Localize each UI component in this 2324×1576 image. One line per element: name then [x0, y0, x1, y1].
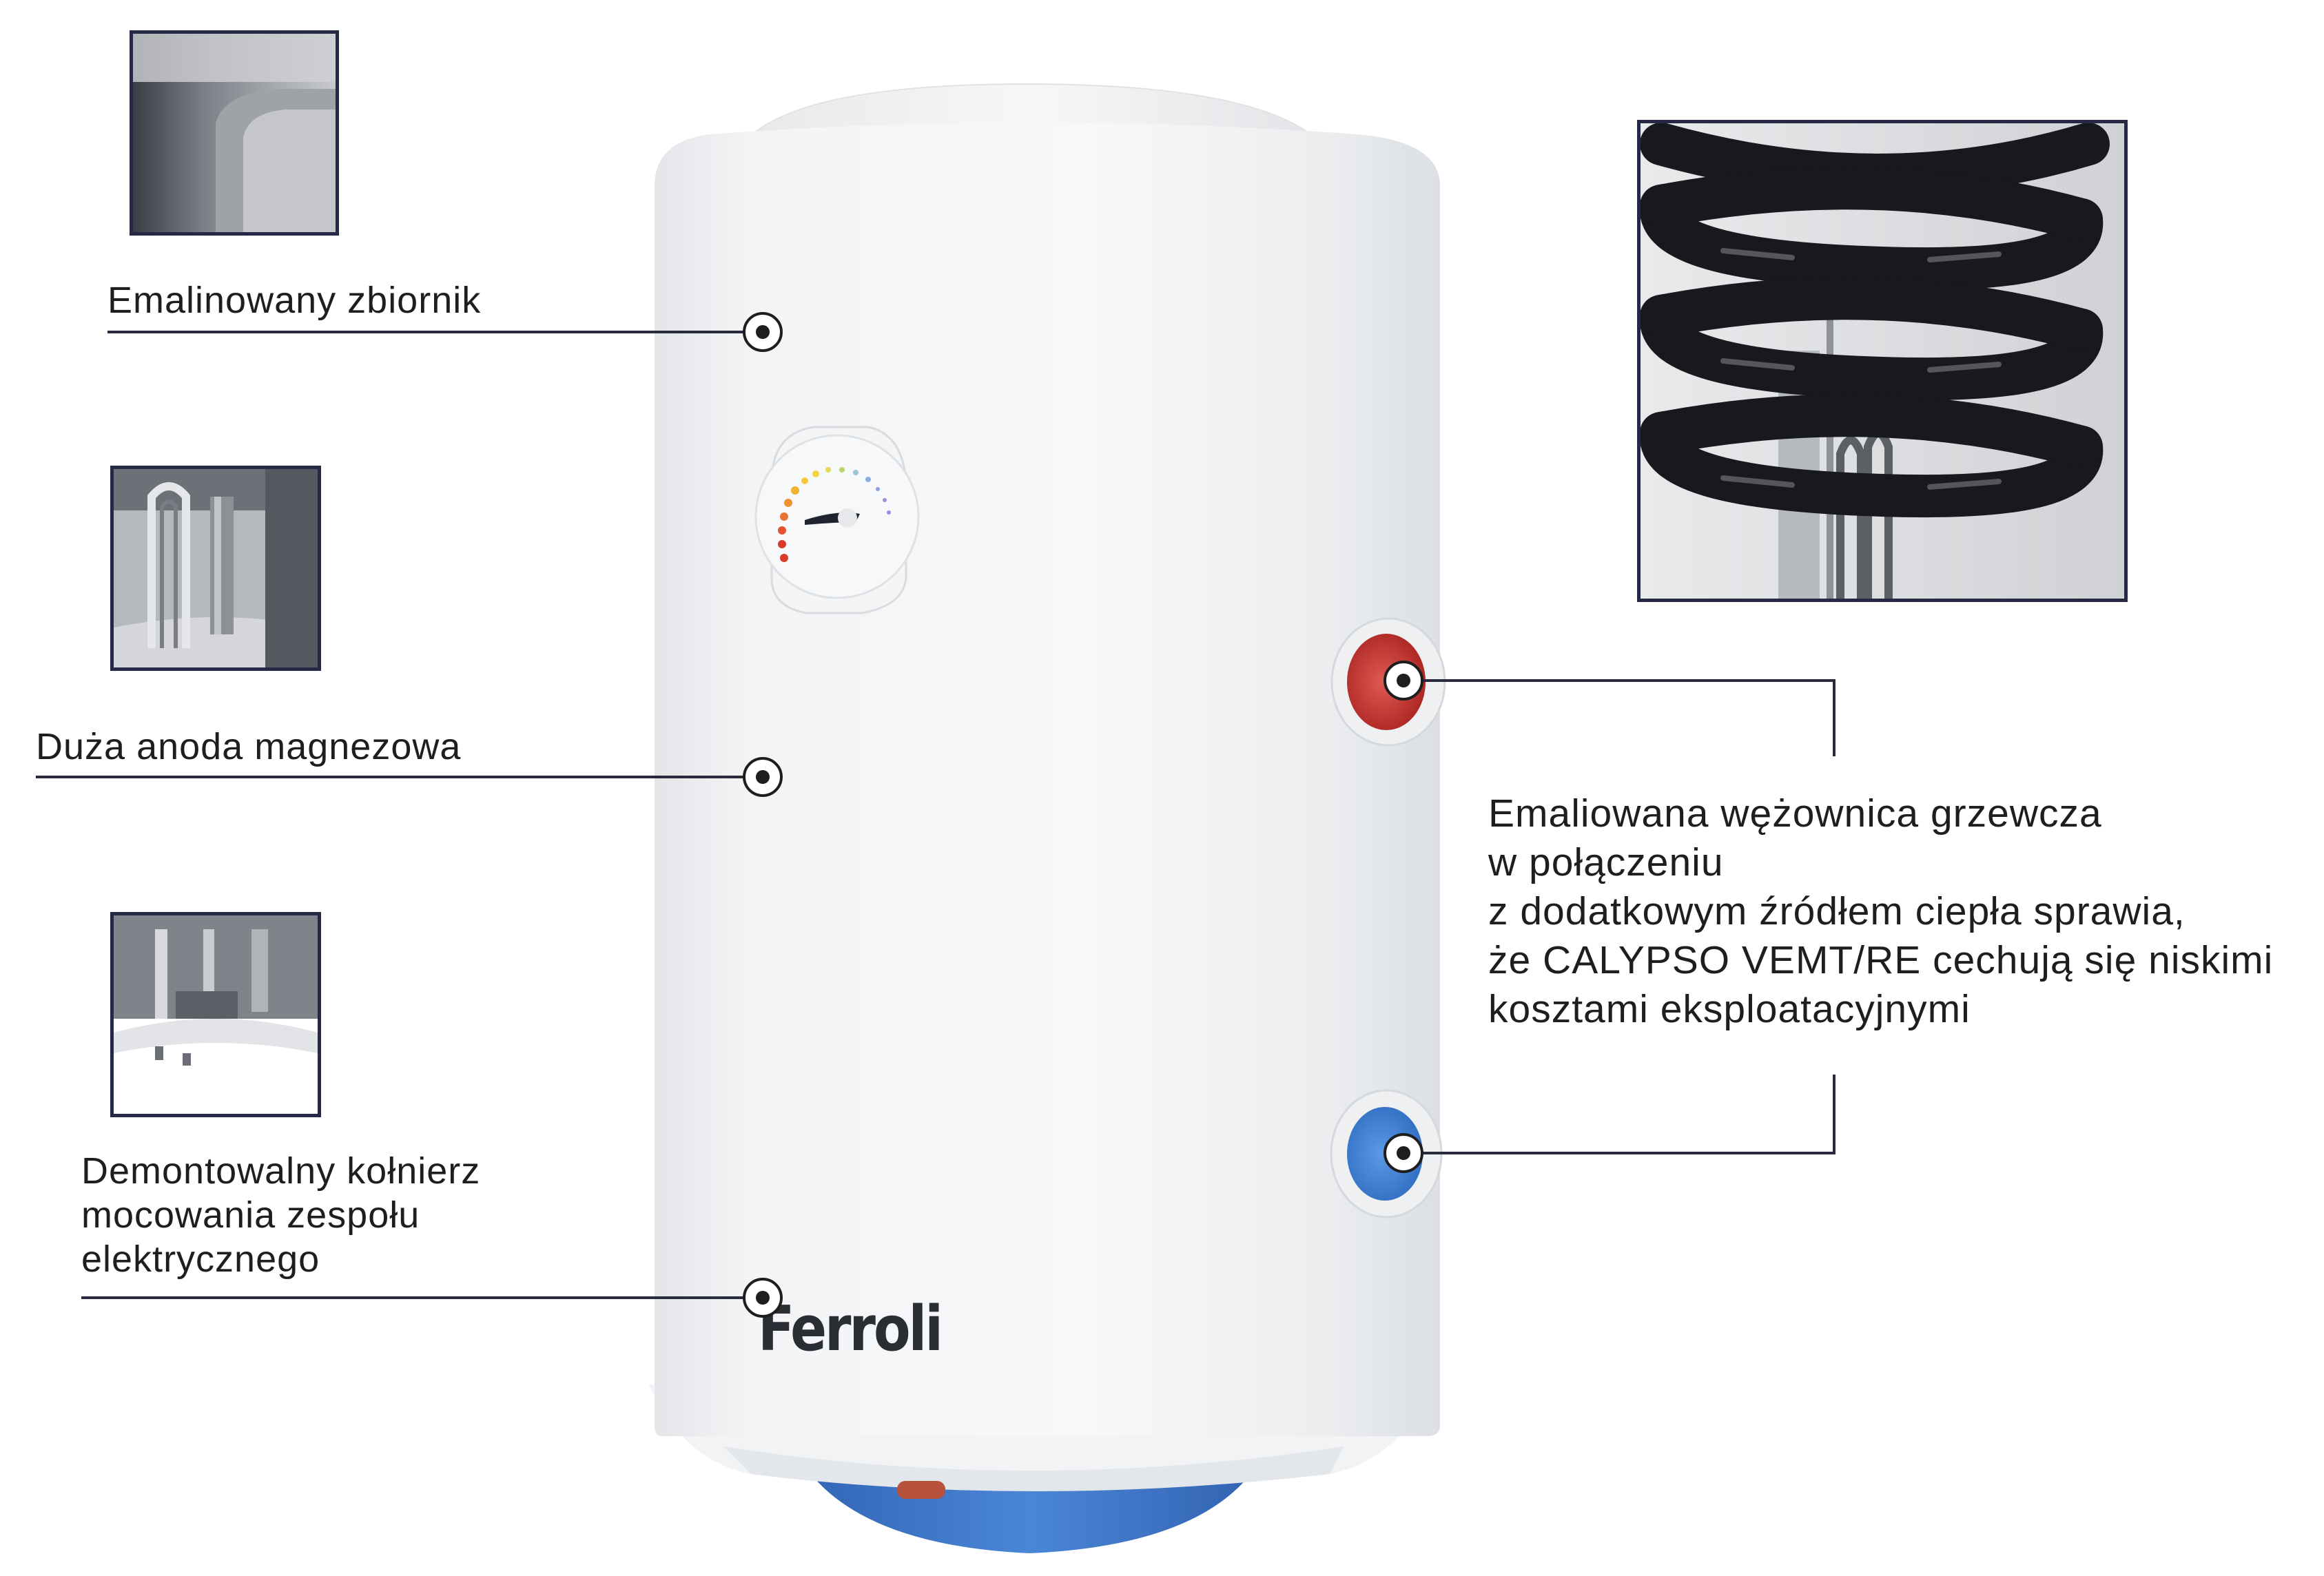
- marker-enamelled-tank[interactable]: [743, 312, 783, 352]
- marker-flange[interactable]: [743, 1278, 783, 1318]
- leader-line-magnesium-anode: [36, 776, 747, 778]
- water-heater-svg: [649, 83, 1446, 1553]
- marker-cold-connector[interactable]: [1384, 1133, 1423, 1173]
- feature-label-coil: Emaliowana wężownica grzewcza w połączen…: [1488, 789, 2273, 1034]
- water-heater-illustration: Ferroli: [641, 76, 1454, 1576]
- ferroli-logo: Ferroli: [758, 1294, 943, 1365]
- feature-label-enamelled-tank: Emalinowany zbiornik: [107, 280, 482, 321]
- coil-line-1: Emaliowana wężownica grzewcza: [1488, 791, 2102, 836]
- leader-line-cold-connector-vertical: [1833, 1075, 1835, 1154]
- leader-line-hot-connector-vertical: [1833, 679, 1835, 756]
- magnesium-anode-thumbnail: [110, 466, 321, 671]
- flange-line-3: elektrycznego: [81, 1238, 320, 1280]
- coil-line-2: w połączeniu: [1488, 840, 1724, 884]
- marker-hot-connector[interactable]: [1384, 661, 1423, 701]
- leader-line-enamelled-tank: [107, 331, 747, 333]
- leader-line-hot-connector-horizontal: [1406, 679, 1835, 682]
- coil-line-5: kosztami eksploatacyjnymi: [1488, 987, 1971, 1031]
- flange-line-2: mocowania zespołu: [81, 1194, 420, 1236]
- enamelled-tank-thumbnail: [130, 30, 339, 236]
- flange-thumbnail: [110, 912, 321, 1117]
- flange-line-1: Demontowalny kołnierz: [81, 1150, 481, 1192]
- leader-line-flange: [81, 1296, 765, 1299]
- coil-line-4: że CALYPSO VEMT/RE cechują się niskimi: [1488, 938, 2274, 982]
- coil-line-3: z dodatkowym źródłem ciepła sprawia,: [1488, 889, 2186, 933]
- feature-label-magnesium-anode: Duża anoda magnezowa: [36, 726, 462, 767]
- marker-magnesium-anode[interactable]: [743, 757, 783, 797]
- thermostat-knob-icon: [754, 426, 920, 614]
- leader-line-cold-connector-horizontal: [1406, 1152, 1835, 1154]
- heating-coil-thumbnail: [1637, 120, 2128, 602]
- feature-label-flange: Demontowalny kołnierz mocowania zespołu …: [81, 1149, 480, 1281]
